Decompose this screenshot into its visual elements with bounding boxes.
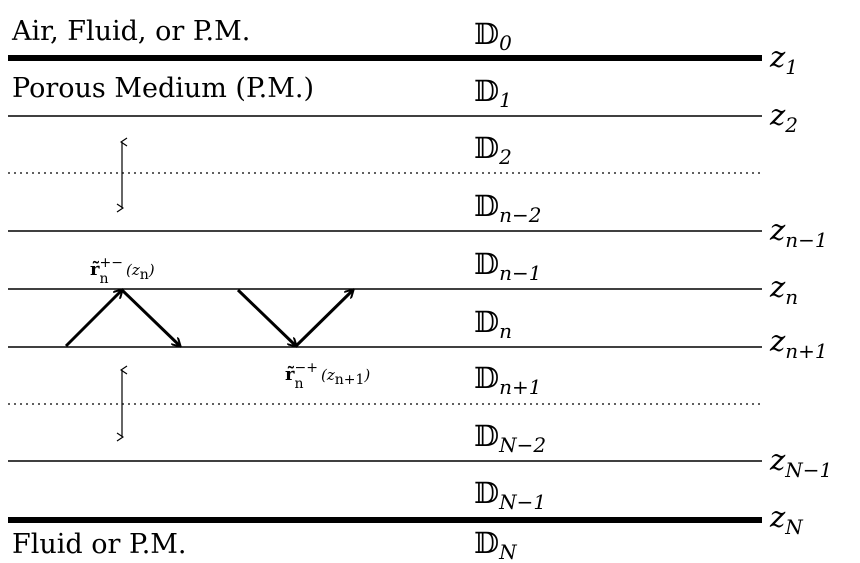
domain-label-Dn: 𝔻n (474, 305, 512, 343)
reflection-coefficient-upper: r̃n+−(zn) (90, 255, 155, 287)
ray-up-left (64, 290, 122, 348)
domain-label-D2: 𝔻2 (474, 131, 512, 169)
interface-label-zn-1: zn−1 (769, 213, 828, 252)
top-region-label: Air, Fluid, or P.M. (11, 16, 250, 47)
domain-label-Dn-2: 𝔻n−2 (474, 189, 542, 227)
bottom-region-label: Fluid or P.M. (12, 529, 187, 560)
domain-label-D0: 𝔻0 (474, 17, 512, 55)
domain-label-Dn-1: 𝔻n−1 (474, 247, 542, 285)
domain-label-DN-2: 𝔻N−2 (474, 419, 546, 457)
ray-down-left (120, 288, 180, 346)
interface-label-zn: zn (769, 270, 798, 309)
interface-label-zn+1: zn+1 (769, 324, 828, 363)
porous-medium-label: Porous Medium (P.M.) (12, 73, 314, 104)
ray-down-right (236, 288, 296, 346)
interface-label-zN: zN (769, 500, 804, 539)
domain-label-DN: 𝔻N (474, 526, 518, 563)
domain-label-D1: 𝔻1 (474, 74, 512, 112)
domain-label-Dn+1: 𝔻n+1 (474, 361, 542, 399)
interface-label-z2: z2 (769, 98, 798, 137)
reflection-coefficient-lower: r̃n−+(zn+1) (285, 360, 370, 392)
interface-label-zN-1: zN−1 (769, 443, 832, 482)
domain-label-DN-1: 𝔻N−1 (474, 476, 546, 514)
ray-up-right (294, 290, 353, 348)
interface-label-z1: z1 (769, 40, 798, 79)
